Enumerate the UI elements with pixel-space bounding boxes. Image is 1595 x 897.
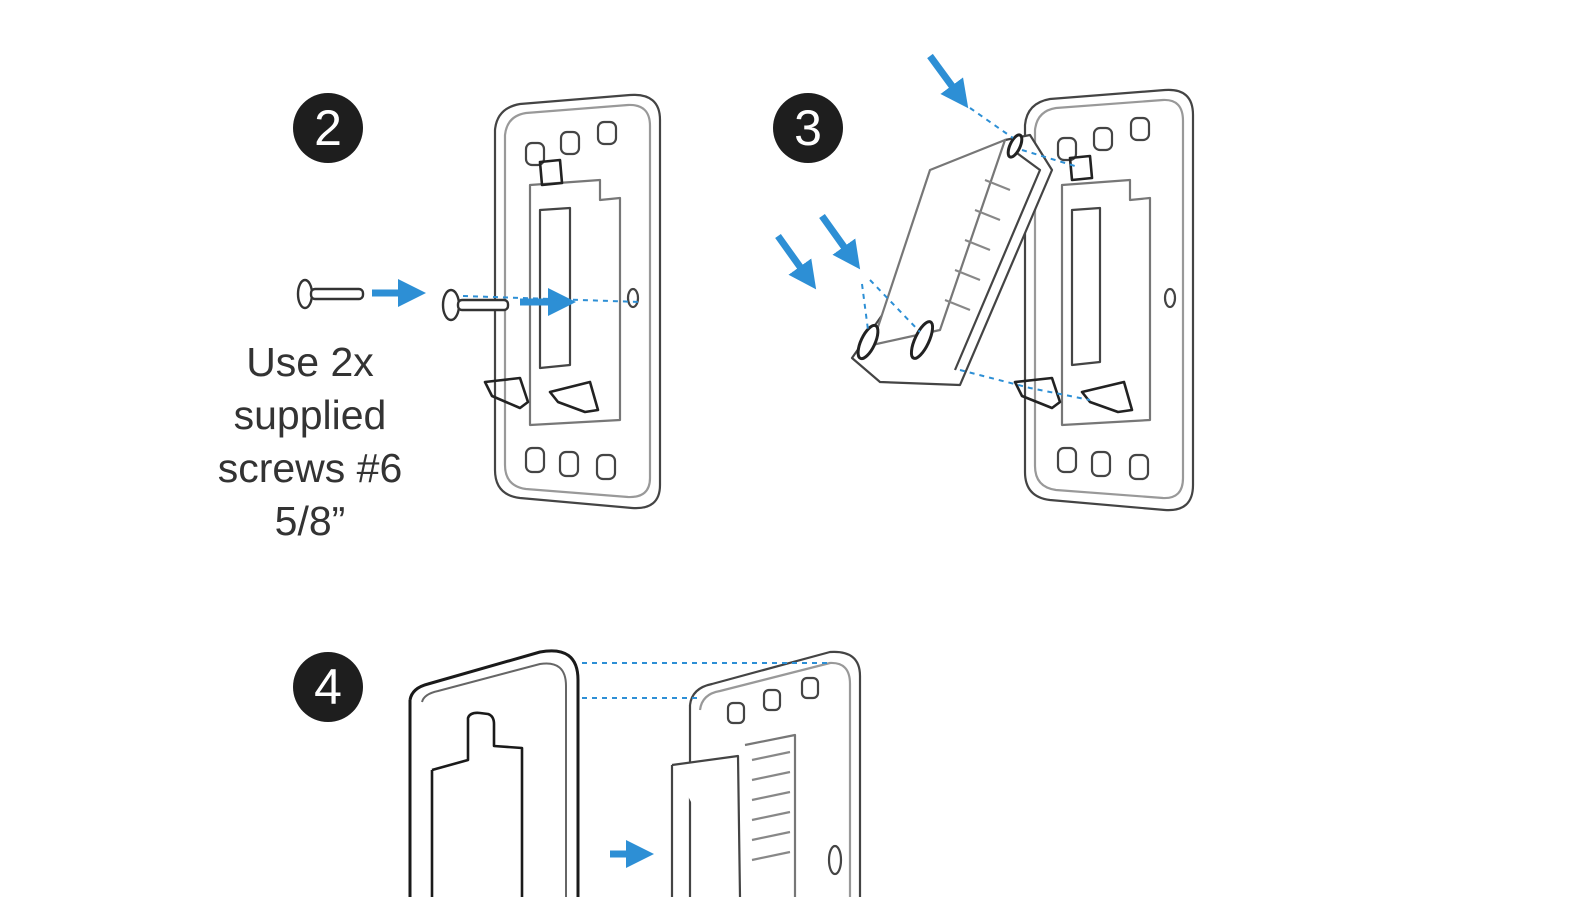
- step-2-screws: [296, 278, 510, 322]
- screw-instruction: Use 2x supplied screws #6 5/8”: [180, 336, 440, 548]
- step-3-arrows: [775, 53, 1091, 401]
- screw-instruction-line: Use 2x: [246, 339, 374, 385]
- step-2-wall-plate: [483, 93, 662, 510]
- step-3-terminal-block: [850, 133, 1054, 387]
- screw-instruction-line: supplied: [233, 392, 387, 438]
- step-number-badge: 4: [293, 652, 363, 722]
- step-number: 4: [314, 659, 342, 715]
- step-number: 2: [314, 100, 342, 156]
- step-3-wall-plate: [1013, 88, 1195, 512]
- screw-instruction-line: 5/8”: [274, 498, 346, 544]
- step-4-arrows: [582, 662, 830, 868]
- screw-instruction-line: screws #6: [217, 445, 403, 491]
- step-number-badge: 2: [293, 93, 363, 163]
- step-4-trim-plate: [408, 649, 580, 897]
- step-number-badge: 3: [773, 93, 843, 163]
- step-4-wall-plate: [670, 650, 862, 897]
- step-number: 3: [794, 100, 822, 156]
- step-2-arrows: [372, 279, 641, 316]
